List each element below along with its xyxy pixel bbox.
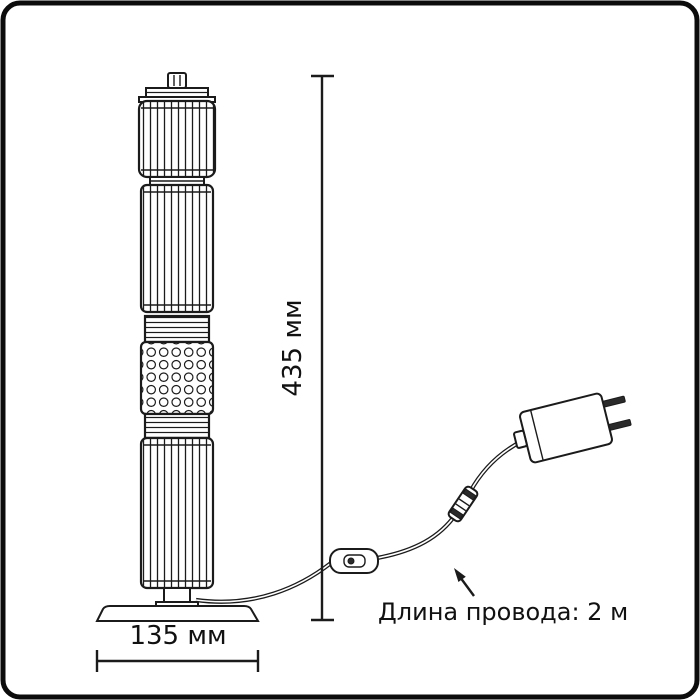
lamp-base <box>95 605 260 622</box>
lower-ribbed-section <box>139 436 215 590</box>
cable-note: Длина провода: 2 м <box>378 568 628 626</box>
inline-switch <box>329 548 379 574</box>
lamp-cap <box>138 87 216 103</box>
perforated-section <box>139 340 215 416</box>
width-dimension: 135 мм <box>95 621 260 672</box>
width-dimension-label: 135 мм <box>129 621 226 651</box>
middle-ribbed-section <box>139 183 215 314</box>
lamp-neck <box>155 587 199 608</box>
lamp-drawing <box>95 72 260 622</box>
lower-ridge-band <box>143 412 211 440</box>
waist-ring <box>149 176 205 186</box>
height-dimension: 435 мм <box>278 74 334 622</box>
note-arrowhead <box>454 568 466 582</box>
upper-ribbed-section <box>137 99 217 179</box>
height-dimension-label: 435 мм <box>278 299 308 396</box>
upper-ridge-band <box>143 314 211 344</box>
lamp-top-knob <box>167 72 187 89</box>
cable-note-label: Длина провода: 2 м <box>378 598 628 626</box>
power-adapter <box>513 392 632 464</box>
adapter-cable-nub <box>513 429 528 449</box>
cable-connector <box>447 485 479 523</box>
